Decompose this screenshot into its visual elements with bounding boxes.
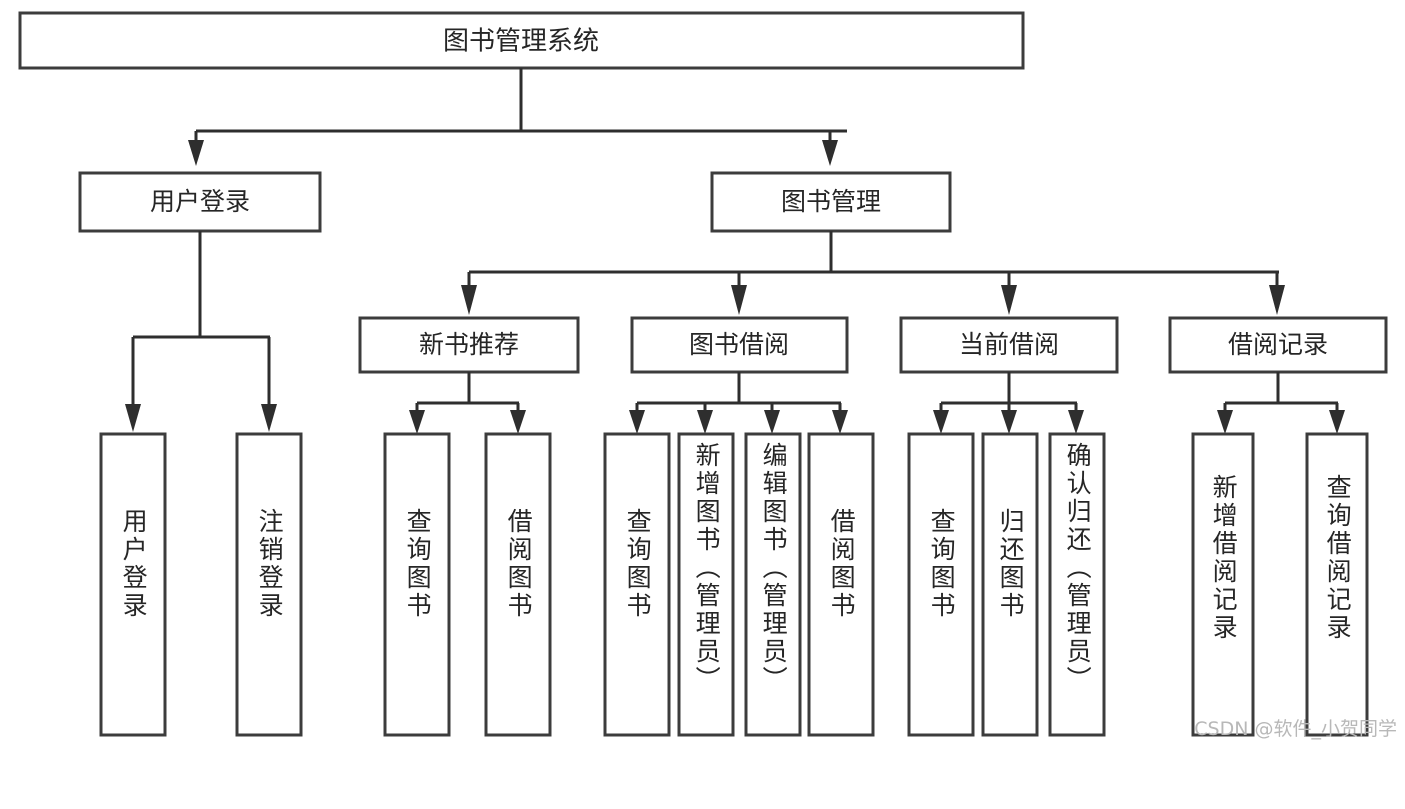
connector-current-borrow-to-leaves [933,372,1084,434]
node-borrow-record[interactable]: 借阅记录 [1168,316,1388,374]
current-borrow-label: 当前借阅 [959,330,1059,359]
leaf-box-return-book[interactable] [981,432,1039,737]
arrow-to-leaf-borrow-book-2 [832,410,848,434]
csdn-watermark: CSDN @软件_小贺同学 [1194,718,1397,740]
leaf-box-borrow-book-1[interactable] [484,432,552,737]
root-label: 图书管理系统 [443,27,599,57]
leaf-box-add-book[interactable] [677,432,735,737]
arrow-to-leaf-return-book [1001,410,1017,434]
node-current-borrow[interactable]: 当前借阅 [899,316,1119,374]
root-box[interactable] [18,11,1025,70]
user-login-label: 用户登录 [150,187,250,216]
book-manage-label: 图书管理 [781,187,881,216]
leaf-box-query-record[interactable] [1305,432,1369,737]
leaf-box-user-login[interactable] [99,432,167,737]
book-borrow-label: 图书借阅 [689,330,789,359]
arrow-to-borrow-record [1269,285,1285,315]
arrow-to-leaf-query-book-1 [409,410,425,434]
arrow-to-book-manage [822,140,838,166]
arrow-to-current-borrow [1001,285,1017,315]
node-user-login[interactable]: 用户登录 [78,171,322,233]
leaf-box-add-record[interactable] [1191,432,1255,737]
arrow-to-leaf-edit-book [764,410,780,434]
leaf-box-query-book-2[interactable] [603,432,671,737]
node-new-book-recommend[interactable]: 新书推荐 [358,316,580,374]
functional-structure-diagram: 图书管理系统 用户登录 图书管理 [18,11,1397,740]
arrow-to-user-login [188,140,204,166]
leaf-box-confirm-return[interactable] [1048,432,1106,737]
connector-book-manage-to-level2 [461,231,1285,315]
arrow-to-book-borrow [731,285,747,315]
node-root[interactable]: 图书管理系统 [18,11,1025,70]
leaf-box-borrow-book-2[interactable] [807,432,875,737]
arrow-to-leaf-add-record [1217,410,1233,434]
arrow-to-leaf-add-book [697,410,713,434]
tree-svg-canvas: 图书管理系统 用户登录 图书管理 [18,11,1388,737]
connector-new-book-recommend-to-leaves [409,372,526,434]
connector-user-login-to-leaves [125,231,277,432]
arrow-to-leaf-query-book-3 [933,410,949,434]
arrow-to-leaf-confirm-return [1068,410,1084,434]
leaf-box-query-book-1[interactable] [383,432,451,737]
arrow-to-leaf-query-book-2 [629,410,645,434]
new-book-recommend-label: 新书推荐 [419,330,519,359]
arrow-to-new-book-recommend [461,285,477,315]
arrow-to-leaf-logout-login [261,404,277,432]
connector-root-to-level1 [188,68,847,166]
node-book-borrow[interactable]: 图书借阅 [630,316,849,374]
connector-book-borrow-to-leaves [629,372,848,434]
new-book-recommend-box[interactable] [358,316,580,374]
arrow-to-leaf-borrow-book-1 [510,410,526,434]
connector-borrow-record-to-leaves [1217,372,1345,434]
user-login-box[interactable] [78,171,322,233]
arrow-to-leaf-user-login [125,404,141,432]
leaf-box-logout-login[interactable] [235,432,303,737]
current-borrow-box[interactable] [899,316,1119,374]
arrow-to-leaf-query-record [1329,410,1345,434]
borrow-record-label: 借阅记录 [1228,330,1328,359]
leaf-box-edit-book[interactable] [744,432,802,737]
node-book-manage[interactable]: 图书管理 [710,171,952,233]
leaf-box-query-book-3[interactable] [907,432,975,737]
